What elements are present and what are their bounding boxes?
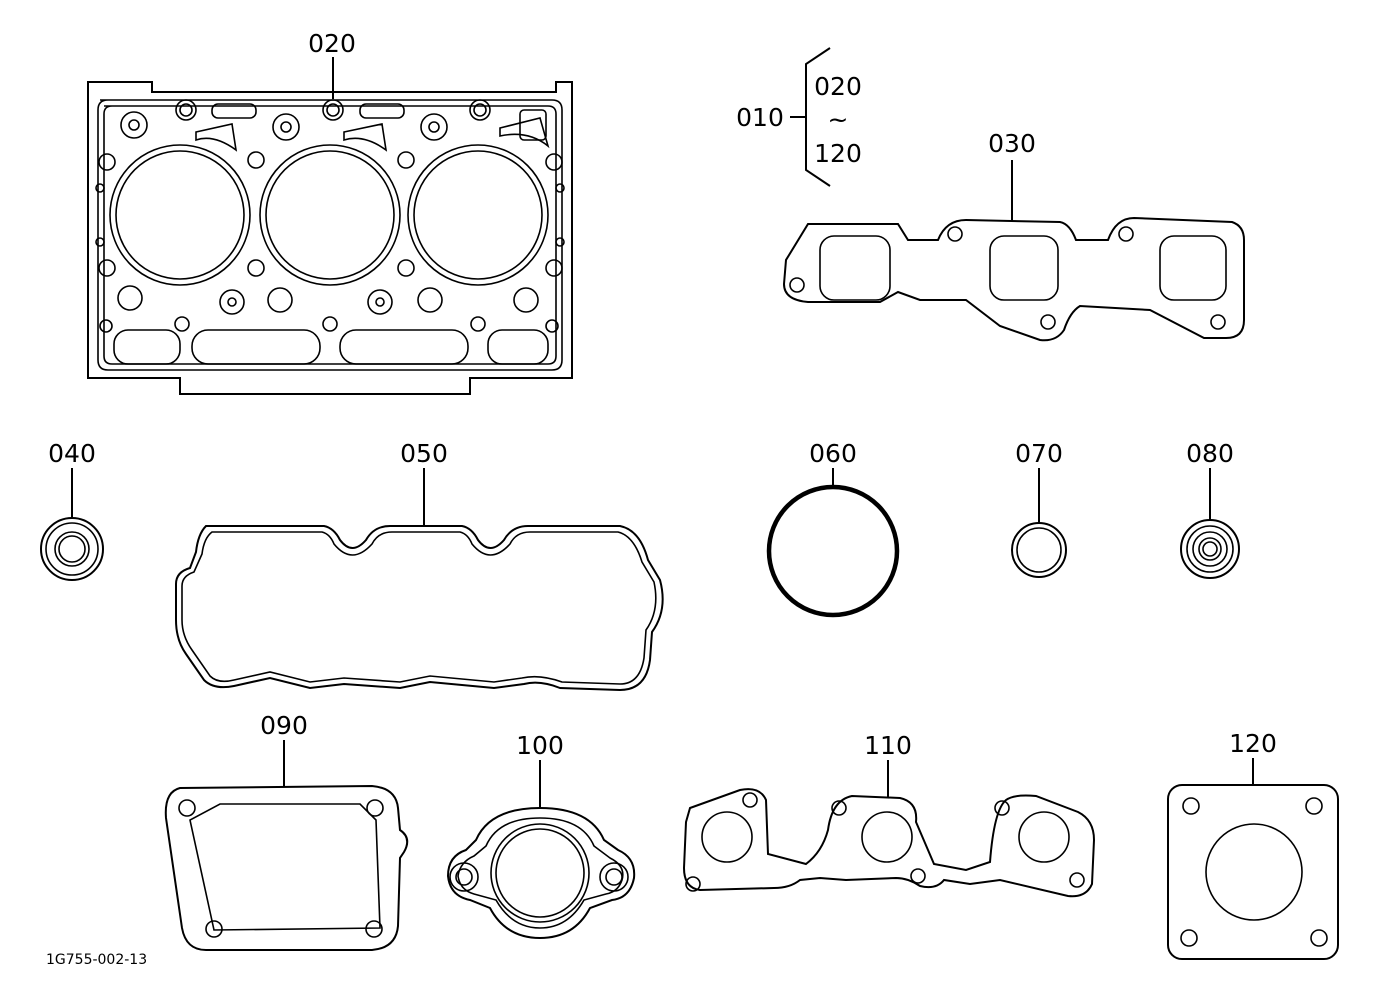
bracket-tilde: ~: [828, 105, 849, 134]
part-110-intake-gasket[interactable]: 110: [682, 731, 1096, 898]
bracket-bottom-label: 120: [814, 139, 862, 168]
part-120-square-gasket[interactable]: 120: [1167, 729, 1339, 960]
label-100: 100: [516, 731, 564, 760]
part-090-gasket[interactable]: 090: [164, 711, 409, 951]
label-050: 050: [400, 439, 448, 468]
label-030: 030: [988, 129, 1036, 158]
part-070-ring[interactable]: 070: [1011, 439, 1067, 578]
part-080-seal[interactable]: 080: [1180, 439, 1240, 579]
drawing-number: 1G755-002-13: [46, 952, 147, 968]
label-110: 110: [864, 731, 912, 760]
label-080: 080: [1186, 439, 1234, 468]
label-040: 040: [48, 439, 96, 468]
part-050-cover-gasket[interactable]: 050: [175, 439, 664, 692]
bracket-top-label: 020: [814, 72, 862, 101]
part-030-manifold-gasket[interactable]: 030: [782, 129, 1245, 342]
label-060: 060: [809, 439, 857, 468]
part-060-o-ring[interactable]: 060: [766, 439, 900, 618]
part-040-seal[interactable]: 040: [40, 439, 104, 581]
label-090: 090: [260, 711, 308, 740]
label-070: 070: [1015, 439, 1063, 468]
label-010: 010: [736, 103, 784, 132]
label-120: 120: [1229, 729, 1277, 758]
part-020-head-gasket[interactable]: 020: [87, 29, 573, 395]
part-100-flange-gasket[interactable]: 100: [446, 731, 636, 940]
label-020: 020: [308, 29, 356, 58]
part-010-kit-bracket: 010 020 ~ 120: [736, 47, 862, 187]
